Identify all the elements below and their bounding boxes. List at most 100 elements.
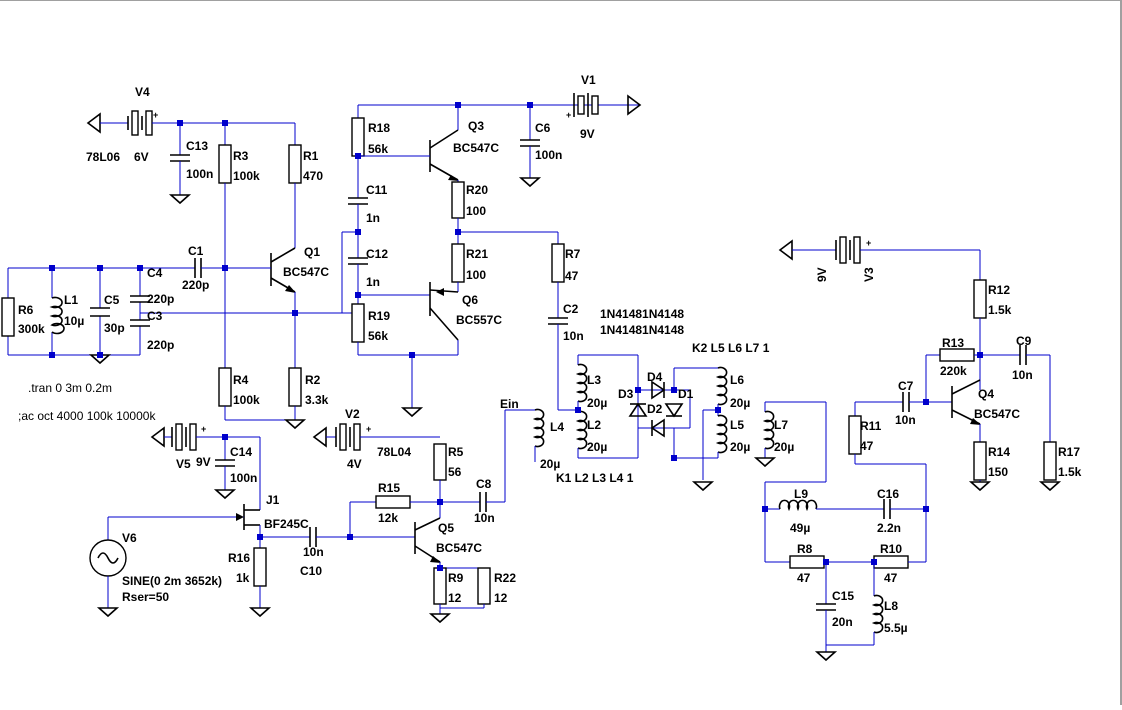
q4-transistor[interactable] [951, 379, 981, 442]
svg-text:+: + [566, 110, 571, 120]
c10-capacitor[interactable] [260, 527, 415, 547]
c7-capacitor[interactable] [855, 392, 952, 412]
c2-capacitor[interactable] [548, 317, 578, 411]
k2-directive[interactable]: K2 L5 L6 L7 1 [692, 341, 770, 355]
r15-resistor[interactable] [349, 495, 440, 537]
r12-value: 1.5k [988, 303, 1012, 317]
c3-value: 220p [147, 338, 174, 352]
r22-value: 12 [494, 591, 508, 605]
r14-label: R14 [988, 445, 1010, 459]
r11-resistor[interactable] [848, 402, 927, 562]
q3-transistor[interactable] [358, 105, 459, 182]
l1-inductor[interactable] [49, 296, 65, 335]
l7-value: 20µ [774, 440, 794, 454]
l3-label: L3 [587, 373, 601, 387]
q5-type: BC547C [436, 541, 482, 555]
k1-directive[interactable]: K1 L2 L3 L4 1 [556, 471, 634, 485]
r20-resistor[interactable] [451, 181, 465, 244]
d4-label: D4 [647, 370, 663, 384]
r19-resistor[interactable] [351, 303, 458, 356]
l6-l5-inductors[interactable] [674, 366, 728, 492]
r12-resistor[interactable] [973, 279, 987, 390]
l9-inductor[interactable] [765, 499, 884, 512]
c16-capacitor[interactable] [883, 499, 926, 519]
r11-value: 47 [860, 439, 874, 453]
r15-label: R15 [378, 481, 400, 495]
r4-value: 100k [233, 393, 260, 407]
r17-value: 1.5k [1058, 465, 1082, 479]
q6-transistor[interactable] [400, 282, 459, 418]
j1-label: J1 [266, 493, 280, 507]
q3-type: BC547C [453, 141, 499, 155]
r14-value: 150 [988, 465, 1008, 479]
v4-battery[interactable] [86, 110, 295, 136]
v1-battery[interactable] [573, 93, 642, 117]
c5-capacitor[interactable] [90, 307, 110, 317]
l7-inductor[interactable] [753, 401, 827, 562]
r8-resistor[interactable] [765, 555, 874, 569]
v6-sine-source[interactable] [89, 539, 127, 618]
r7-resistor[interactable] [551, 232, 565, 318]
l8-inductor[interactable] [871, 562, 884, 645]
c10-label: C10 [300, 564, 322, 578]
diode-bridge[interactable] [628, 355, 691, 458]
r2-resistor[interactable] [283, 367, 307, 430]
l3-l2-inductors[interactable] [575, 354, 638, 459]
c9-capacitor[interactable] [1019, 345, 1051, 442]
l6-label: L6 [730, 373, 744, 387]
v2-battery[interactable] [312, 423, 440, 451]
c14-capacitor[interactable] [213, 437, 237, 500]
c12-value: 1n [366, 275, 380, 289]
r5-resistor[interactable] [433, 443, 447, 518]
v6-rser[interactable]: Rser=50 [122, 590, 169, 604]
c8-capacitor[interactable] [440, 492, 505, 512]
diode-models-2: 1N41481N4148 [600, 323, 684, 337]
r4-resistor[interactable] [218, 367, 295, 421]
j1-jfet[interactable] [107, 437, 261, 548]
r19-value: 56k [368, 329, 388, 343]
c1-value: 220p [182, 278, 209, 292]
c11-capacitor[interactable] [348, 197, 368, 258]
v5-battery[interactable] [150, 423, 260, 451]
r5-value: 56 [448, 465, 462, 479]
c6-capacitor[interactable] [518, 105, 542, 188]
v6-source[interactable]: SINE(0 2m 3652k) [122, 574, 222, 588]
c4-capacitor[interactable] [130, 295, 150, 303]
c16-value: 2.2n [877, 521, 901, 535]
tran-directive[interactable]: .tran 0 3m 0.2m [28, 381, 112, 395]
r1-value: 470 [303, 169, 323, 183]
r10-value: 47 [884, 571, 898, 585]
r6-resistor[interactable] [1, 297, 15, 337]
l2-value: 20µ [587, 440, 607, 454]
c8-value: 10n [474, 511, 495, 525]
r13-resistor[interactable] [925, 348, 1020, 402]
c9-value: 10n [1012, 368, 1033, 382]
l5-value: 20µ [730, 440, 750, 454]
v3-battery[interactable] [778, 236, 981, 280]
r14-resistor[interactable] [968, 441, 992, 492]
r17-resistor[interactable] [1038, 441, 1062, 492]
l4-inductor[interactable] [504, 408, 545, 502]
q1-transistor[interactable] [225, 247, 296, 368]
r3-resistor[interactable] [218, 123, 232, 368]
r18-resistor[interactable] [351, 105, 365, 198]
r1-resistor[interactable] [288, 123, 302, 248]
c15-label: C15 [832, 589, 854, 603]
c15-capacitor[interactable] [814, 562, 874, 662]
r7-label: R7 [565, 247, 581, 261]
c3-capacitor[interactable] [130, 319, 150, 327]
c13-capacitor[interactable] [168, 123, 192, 205]
r9-resistor[interactable] [428, 567, 452, 624]
c11-value: 1n [366, 211, 380, 225]
r8-label: R8 [797, 542, 813, 556]
r10-resistor[interactable] [873, 555, 926, 569]
r8-value: 47 [797, 571, 811, 585]
c7-label: C7 [898, 379, 914, 393]
r22-resistor[interactable] [440, 567, 491, 609]
r21-resistor[interactable] [451, 243, 465, 292]
r16-resistor[interactable] [248, 547, 272, 618]
c6-label: C6 [535, 121, 551, 135]
ac-directive[interactable]: ;ac oct 4000 100k 10000k [18, 409, 156, 423]
